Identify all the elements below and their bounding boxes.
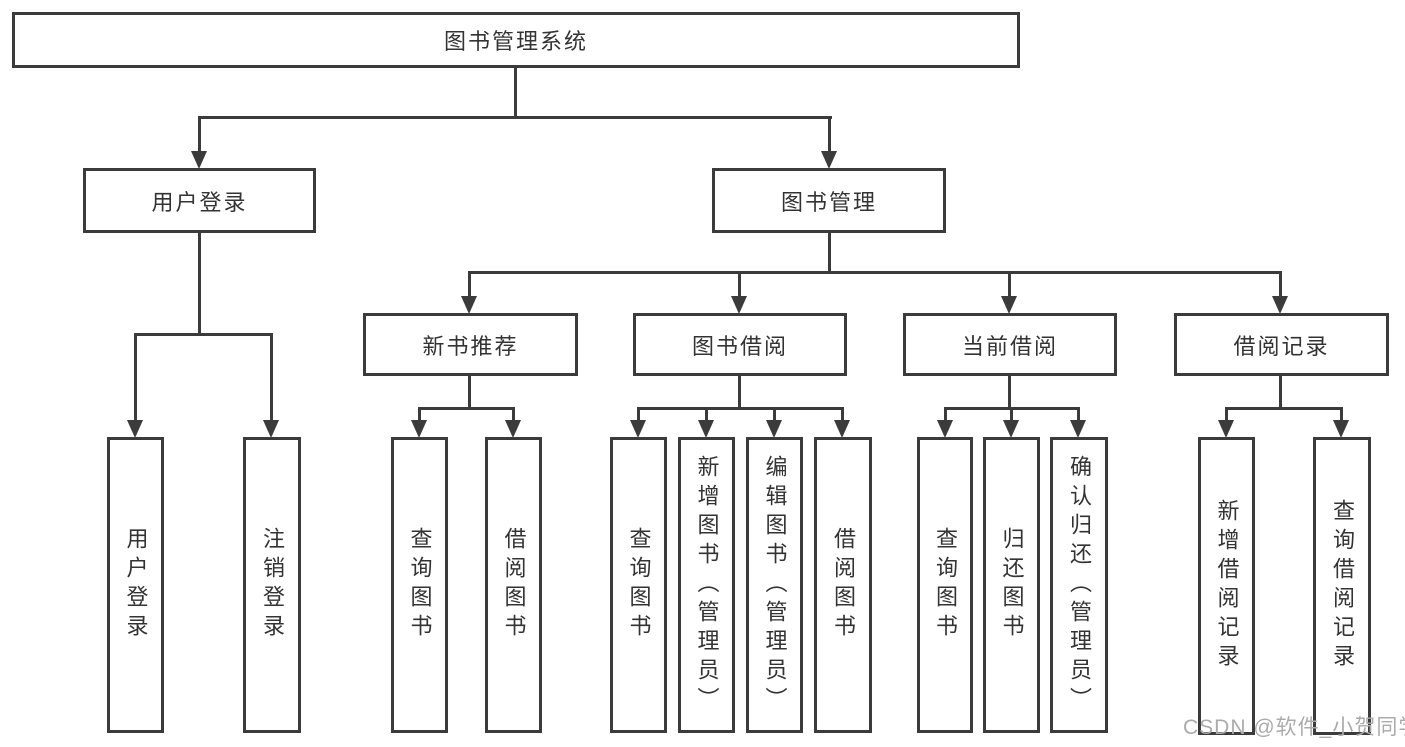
leaf-newbook-query-books: 查询图书 [391,437,448,733]
connector-cb-return-stub [1010,407,1013,423]
node-book-borrow-label: 图书借阅 [691,333,788,359]
csdn-watermark: CSDN @软件_小贺同学 [1183,716,1405,739]
node-new-book-recommend: 新书推荐 [363,313,578,376]
arrowhead-logout [263,420,279,438]
leaf-current-query-books: 查询图书 [917,437,973,733]
connector-bb-edit-stub [773,407,776,423]
leaf-records-query-record-label: 查询借阅记录 [1330,499,1355,673]
connector-new-books-stub [468,271,471,299]
leaf-current-confirm-return-admin: 确认归还（管理员） [1050,437,1108,733]
node-user-login-label: 用户登录 [151,189,248,215]
arrowhead-br-query [1333,420,1349,438]
leaf-records-add-record: 新增借阅记录 [1198,437,1255,735]
connector-current-stem [1008,374,1011,410]
leaf-records-add-record-label: 新增借阅记录 [1214,499,1240,673]
arrowhead-current [1001,296,1017,314]
arrowhead-records [1272,296,1288,314]
leaf-records-query-record: 查询借阅记录 [1313,437,1371,735]
node-library-system-label: 图书管理系统 [443,29,588,54]
connector-new-books-rail [418,407,515,410]
leaf-borrow-borrow-books-label: 借阅图书 [831,527,856,643]
connector-logout-stub [270,333,273,423]
connector-current-stub [1008,271,1011,299]
arrowhead-user-login [191,151,207,169]
node-current-borrow: 当前借阅 [903,313,1117,376]
connector-records-stub [1279,271,1282,299]
connector-user-login-stub [198,116,201,154]
arrowhead-book-mgmt [821,151,837,169]
leaf-current-return-books: 归还图书 [983,437,1040,733]
arrowhead-borrow [731,296,747,314]
leaf-borrow-add-books-admin: 新增图书（管理员） [678,437,735,733]
node-book-management-label: 图书管理 [780,189,877,215]
node-book-management: 图书管理 [712,168,946,233]
connector-level2-rail [468,271,1282,274]
arrowhead-nb-borrow [505,420,521,438]
connector-nb-query-stub [418,407,421,423]
leaf-borrow-edit-books-admin: 编辑图书（管理员） [746,437,803,733]
connector-borrow-stub [738,271,741,299]
arrowhead-cb-confirm [1070,420,1086,438]
leaf-current-return-books-label: 归还图书 [999,527,1025,643]
leaf-newbook-borrow-books-label: 借阅图书 [501,527,527,643]
connector-br-query-stub [1340,407,1343,423]
connector-cb-query-stub [944,407,947,423]
arrowhead-cb-return [1003,420,1019,438]
leaf-logout-login: 注销登录 [243,437,301,733]
node-user-login: 用户登录 [83,168,316,233]
node-borrow-records-label: 借阅记录 [1233,333,1330,359]
arrowhead-login [127,420,143,438]
connector-records-stem [1279,374,1282,410]
arrowhead-new-books [461,296,477,314]
leaf-user-login: 用户登录 [107,437,164,733]
connector-records-rail [1225,407,1343,410]
arrowhead-bb-borrow [834,420,850,438]
leaf-newbook-borrow-books: 借阅图书 [485,437,542,733]
connector-cb-confirm-stub [1077,407,1080,423]
arrowhead-br-add [1218,420,1234,438]
arrowhead-bb-query [630,420,646,438]
leaf-borrow-add-books-admin-label: 新增图书（管理员） [694,454,720,716]
node-current-borrow-label: 当前借阅 [961,333,1058,359]
connector-bb-add-stub [705,407,708,423]
connector-new-books-stem [468,374,471,410]
connector-level1-rail [198,116,832,119]
arrowhead-nb-query [411,420,427,438]
leaf-newbook-query-books-label: 查询图书 [407,527,433,643]
connector-login-stub [134,333,137,423]
leaf-borrow-edit-books-admin-label: 编辑图书（管理员） [762,454,788,716]
leaf-borrow-borrow-books: 借阅图书 [814,437,872,733]
connector-bb-borrow-stub [841,407,844,423]
connector-nb-borrow-stub [512,407,515,423]
connector-borrow-rail [637,407,844,410]
node-new-book-recommend-label: 新书推荐 [422,333,519,359]
leaf-current-confirm-return-admin-label: 确认归还（管理员） [1067,454,1092,716]
connector-root-stem [514,66,517,118]
arrowhead-cb-query [937,420,953,438]
connector-br-add-stub [1225,407,1228,423]
leaf-borrow-query-books: 查询图书 [610,437,667,733]
node-library-system: 图书管理系统 [12,12,1020,68]
arrowhead-bb-edit [766,420,782,438]
connector-borrow-stem [738,374,741,410]
leaf-borrow-query-books-label: 查询图书 [626,527,652,643]
leaf-user-login-label: 用户登录 [123,527,149,643]
leaf-logout-login-label: 注销登录 [260,527,285,643]
leaf-current-query-books-label: 查询图书 [933,527,958,643]
connector-user-login-stem [198,231,201,336]
connector-book-mgmt-stub [828,116,831,154]
node-book-borrow: 图书借阅 [633,313,847,376]
connector-bb-query-stub [637,407,640,423]
arrowhead-bb-add [698,420,714,438]
connector-user-login-rail [134,333,273,336]
connector-book-mgmt-stem [828,231,831,274]
node-borrow-records: 借阅记录 [1174,313,1389,376]
